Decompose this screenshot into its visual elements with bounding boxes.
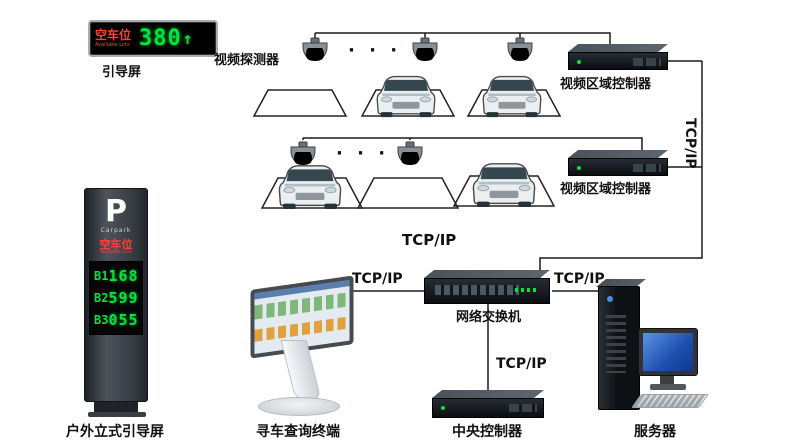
power-button-icon [607, 296, 613, 302]
monitor-stand [660, 374, 674, 384]
device-ports [633, 58, 661, 66]
parking-spot [252, 89, 348, 117]
status-led [441, 406, 445, 410]
label-video-area-controller-2: 视频区域控制器 [560, 182, 652, 197]
dome-camera-red-icon [412, 37, 438, 62]
dome-camera-green-icon [302, 37, 328, 62]
led-title-en: Available Lots [95, 42, 130, 48]
label-server: 服务器 [634, 424, 676, 440]
device-front-face [568, 52, 668, 70]
device-top-face [424, 270, 550, 278]
label-tcpip-kiosk-link: TCP/IP [352, 271, 403, 287]
label-video-detector: 视频探测器 [214, 53, 280, 68]
up-arrow-icon: ↑ [182, 28, 194, 48]
label-network-switch: 网络交换机 [456, 310, 522, 325]
device-ports [633, 164, 661, 172]
pylon-title-en: Available Lots [100, 250, 132, 256]
device-ports [509, 404, 537, 412]
pylon-title: 空车位 Available Lots [85, 238, 147, 256]
server-vents [606, 315, 626, 373]
label-tcpip-right-trunk: TCP/IP [682, 118, 698, 169]
switch-leds [515, 288, 539, 292]
outdoor-pylon-sign: P Carpark 空车位 Available Lots B1 168 B2 5… [84, 188, 148, 402]
label-tcpip-central-link: TCP/IP [496, 356, 547, 372]
switch-ports [435, 285, 519, 295]
led-title-cn: 空车位 [95, 28, 132, 42]
label-kiosk-terminal: 寻车查询终端 [256, 424, 340, 440]
server-tower-top [596, 279, 646, 287]
pylon-row-b2: B2 599 [94, 289, 139, 308]
ellipsis-dots: · · · [336, 143, 390, 164]
monitor [638, 328, 698, 376]
device-front-face [432, 398, 544, 418]
status-led [577, 166, 581, 170]
device-top-face [568, 44, 668, 52]
video-area-controller-1 [568, 44, 668, 70]
monitor-base [650, 384, 686, 390]
pylon-led-screen: B1 168 B2 599 B3 055 [89, 261, 143, 336]
device-top-face [568, 150, 668, 158]
label-outdoor-guide-screen: 户外立式引导屏 [66, 424, 164, 440]
video-area-controller-2 [568, 150, 668, 176]
pylon-title-cn: 空车位 [99, 238, 133, 251]
car-icon [376, 75, 436, 118]
kiosk-base [258, 397, 340, 416]
dome-camera-red-icon [290, 141, 316, 166]
led-value: 380 ↑ [139, 25, 194, 51]
car-icon [278, 165, 342, 210]
led-display: 空车位 Available Lots 380 ↑ [88, 20, 218, 57]
connector-lines [302, 32, 703, 392]
pylon-p-letter: P [105, 194, 127, 229]
pylon-base [88, 412, 146, 417]
device-front-face [424, 278, 550, 304]
pylon-row-b3: B3 055 [94, 311, 139, 330]
parking-spot [356, 177, 460, 209]
dome-camera-green-icon [397, 141, 423, 166]
car-icon [472, 163, 536, 208]
pylon-carpark-text: Carpark [100, 227, 132, 234]
label-tcpip-above-switch: TCP/IP [402, 231, 457, 249]
central-controller [432, 390, 544, 418]
server-tower [598, 286, 640, 410]
pylon-row-b1: B1 168 [94, 267, 139, 286]
label-video-area-controller-1: 视频区域控制器 [560, 77, 652, 92]
car-icon [482, 75, 542, 118]
network-switch [424, 270, 550, 304]
device-top-face [432, 390, 544, 398]
pylon-pedestal [94, 402, 138, 412]
keyboard [631, 394, 709, 408]
monitor-screen [643, 333, 693, 371]
label-tcpip-server-link: TCP/IP [554, 271, 605, 287]
status-led [577, 60, 581, 64]
led-display-titles: 空车位 Available Lots [95, 29, 131, 48]
dome-camera-red-icon [507, 37, 533, 62]
ellipsis-dots: · · · [348, 40, 402, 61]
device-front-face [568, 158, 668, 176]
label-central-controller: 中央控制器 [452, 424, 522, 440]
label-guide-screen: 引导屏 [102, 65, 142, 80]
